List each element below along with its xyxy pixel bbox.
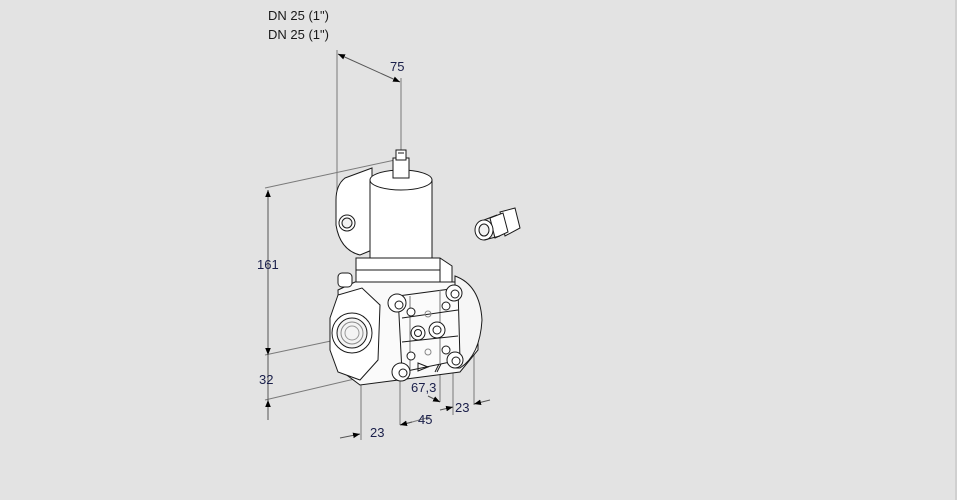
dim-height-total: 161 xyxy=(257,257,279,272)
dim-width-mid: 45 xyxy=(418,412,433,427)
dim-width-right: 23 xyxy=(455,400,470,415)
title-line-1: DN 25 (1") xyxy=(268,8,329,23)
bolt-heads xyxy=(387,284,464,382)
cable-gland xyxy=(474,207,521,241)
valve-body xyxy=(329,149,483,386)
frame-edge xyxy=(955,0,957,500)
title-line-2: DN 25 (1") xyxy=(268,27,329,42)
dim-width-left: 23 xyxy=(370,425,385,440)
dim-top-offset: 75 xyxy=(390,59,405,74)
dim-height-lower: 32 xyxy=(259,372,274,387)
dim-width-depth: 67,3 xyxy=(411,380,437,395)
